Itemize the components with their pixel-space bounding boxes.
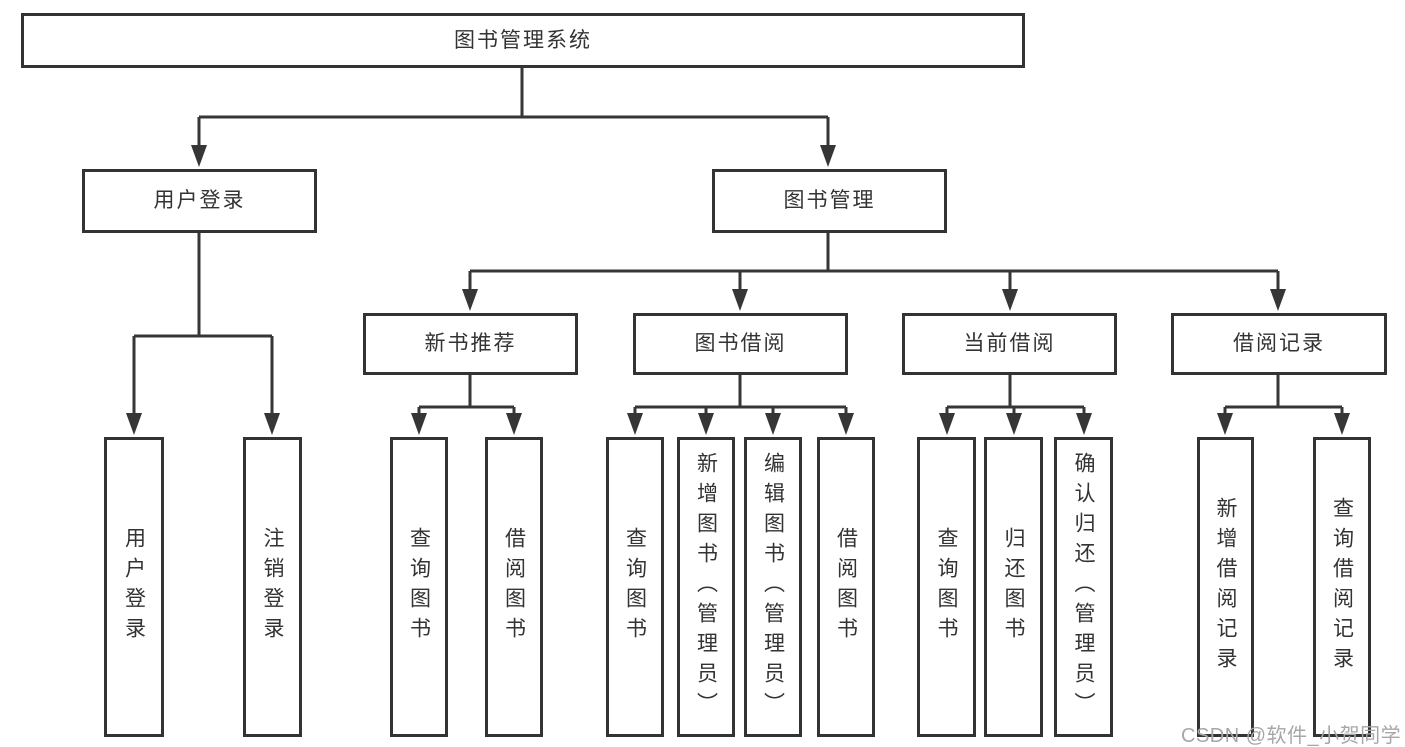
node-leaf-add-record: 新增借阅记录	[1197, 437, 1254, 737]
watermark: CSDN @软件_小贺同学	[1181, 725, 1402, 747]
arrowhead-down-icon	[838, 413, 854, 435]
arrowhead-down-icon	[1217, 413, 1233, 435]
node-leaf-query-books-3: 查询图书	[917, 437, 976, 737]
arrowhead-down-icon	[191, 145, 207, 167]
arrowhead-down-icon	[411, 413, 427, 435]
connector-user-login-children	[132, 233, 274, 419]
node-leaf-query-record: 查询借阅记录	[1313, 437, 1371, 737]
node-leaf-borrow-books-2: 借阅图书	[817, 437, 875, 737]
connector-borrow-records-children	[1223, 375, 1344, 419]
arrowhead-down-icon	[1334, 413, 1350, 435]
arrowhead-down-icon	[939, 413, 955, 435]
node-leaf-confirm-return: 确认归还（管理员）	[1054, 437, 1113, 737]
node-user-login: 用户登录	[82, 169, 317, 233]
arrowhead-down-icon	[765, 413, 781, 435]
node-leaf-add-books: 新增图书（管理员）	[677, 437, 735, 737]
node-book-mgmt: 图书管理	[712, 169, 947, 233]
arrowhead-down-icon	[1002, 289, 1018, 311]
connector-root-to-level2	[197, 68, 830, 151]
arrowhead-down-icon	[264, 413, 280, 435]
node-borrow-records: 借阅记录	[1171, 313, 1387, 375]
node-leaf-logout: 注销登录	[243, 437, 302, 737]
arrowhead-down-icon	[698, 413, 714, 435]
node-book-borrow: 图书借阅	[633, 313, 848, 375]
node-leaf-edit-books: 编辑图书（管理员）	[744, 437, 802, 737]
arrowhead-down-icon	[126, 413, 142, 435]
node-new-book-rec: 新书推荐	[363, 313, 578, 375]
arrowhead-down-icon	[1076, 413, 1092, 435]
arrowhead-down-icon	[462, 289, 478, 311]
arrowhead-down-icon	[1270, 289, 1286, 311]
node-leaf-query-books-2: 查询图书	[606, 437, 664, 737]
connector-book-borrow-children	[633, 375, 848, 419]
connector-book-mgmt-children	[468, 233, 1280, 295]
node-current-borrow: 当前借阅	[902, 313, 1117, 375]
node-leaf-user-login: 用户登录	[104, 437, 164, 737]
node-leaf-query-books-1: 查询图书	[390, 437, 448, 737]
node-leaf-return-books: 归还图书	[984, 437, 1043, 737]
connector-new-book-rec-children	[417, 375, 516, 419]
arrowhead-down-icon	[1006, 413, 1022, 435]
arrowhead-down-icon	[820, 145, 836, 167]
node-leaf-borrow-books-1: 借阅图书	[485, 437, 543, 737]
node-root: 图书管理系统	[21, 13, 1025, 68]
arrowhead-down-icon	[506, 413, 522, 435]
arrowhead-down-icon	[627, 413, 643, 435]
arrowhead-down-icon	[732, 289, 748, 311]
connector-current-borrow-children	[945, 375, 1086, 419]
